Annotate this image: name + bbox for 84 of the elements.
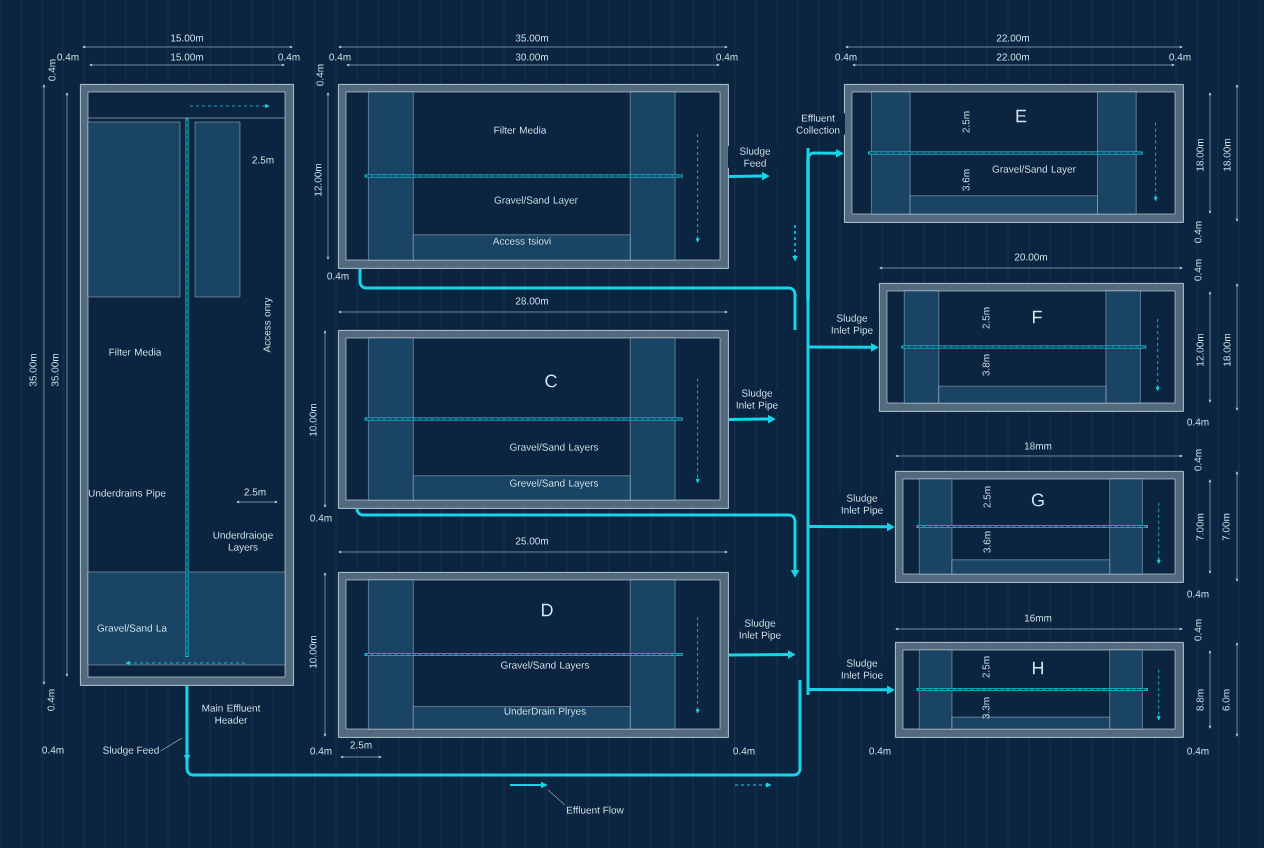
dimension-label: 0.4m	[310, 747, 332, 755]
dimension-label: 35.00m	[51, 354, 59, 387]
leader-line	[547, 789, 566, 806]
dimension-label: 0.4m	[310, 514, 332, 522]
dimension-label: 0.4m	[1169, 53, 1191, 61]
dimension-label: 0.4m	[1187, 747, 1209, 755]
tank-label: UnderDrain Plryes	[504, 707, 586, 717]
dimension-label: 3.8m	[982, 354, 990, 376]
tank-label: Gravel/Sand Layers	[501, 661, 590, 671]
edge-label: Sludge Inlet Pipe	[825, 313, 879, 337]
tank-label: E	[1016, 109, 1027, 123]
tank-label: D	[542, 603, 553, 617]
dimension-label: 0.4m	[48, 59, 56, 81]
dimension-label: 0.4m	[1187, 590, 1209, 598]
leader-line	[160, 737, 183, 752]
tank-label: Gravel/Sand Layer	[992, 165, 1076, 175]
dimension-label: 6.0m	[1222, 689, 1230, 711]
tank-label: Filter Media	[109, 348, 162, 356]
dimension-label: 10.00m	[309, 636, 317, 668]
tank-label: Gravel/Sand Layer	[494, 196, 578, 206]
dimension-label: 18.00m	[1196, 139, 1204, 171]
dimension-label: 15.00m	[171, 53, 203, 61]
dimension-label: 22.00m	[996, 53, 1029, 61]
dimension-label: 8.8m	[1196, 689, 1204, 711]
dimension-label: 10.00m	[309, 404, 317, 436]
dimension-label: 2.5m	[252, 156, 274, 164]
dimension-label: 3.6m	[983, 531, 991, 553]
tank-label: F	[1033, 310, 1042, 324]
edge-label: Sludge Feed	[728, 146, 782, 168]
dimension-label: 0.4m	[316, 64, 324, 86]
tank-label: Underdraioge Layers	[213, 531, 273, 553]
edge-label: Sludge Inlet Pioe	[835, 658, 889, 680]
dimension-label: 0.4m	[1187, 418, 1209, 426]
tank-label: G	[1031, 493, 1044, 507]
dimension-label: 0.4m	[57, 53, 79, 61]
dimension-label: 0.4m	[47, 689, 55, 711]
dimension-label: 35.00m	[515, 34, 548, 42]
pipe-label: Sludge Feed	[103, 746, 159, 756]
dimension-label: 0.4m	[278, 53, 300, 61]
dimension-label: 0.4m	[869, 747, 891, 755]
tank-label: Grevel/Sand Layers	[510, 479, 599, 489]
dimension-label: 22.00m	[996, 34, 1029, 42]
dimension-label: 12.00m	[314, 164, 322, 196]
dimension-label: 12.00m	[1196, 334, 1204, 366]
tank-label: Gravel/Sand La	[97, 624, 167, 632]
dimension-label: 0.4m	[716, 53, 738, 61]
dimension-label: 3.3m	[982, 697, 990, 719]
dimension-label: 2.5m	[982, 656, 990, 678]
edge-label: Sludge Inlet Pipe	[730, 388, 784, 412]
edge-label: Sludge Inlet Pipe	[835, 493, 889, 517]
dimension-label: 0.4m	[327, 272, 349, 280]
dimension-label: 0.4m	[835, 53, 857, 61]
dimension-label: 7.00m	[1222, 513, 1230, 541]
pipe-label: Effluent Flow	[567, 806, 624, 814]
dimension-label: 0.4m	[329, 53, 351, 61]
dimension-label: 0.4m	[1194, 221, 1202, 243]
dimension-label: 0.4m	[42, 746, 64, 754]
dimension-label: 2.5m	[983, 486, 991, 508]
edge-label: Effluent Collection	[791, 113, 845, 135]
tank-label: Filter Media	[494, 126, 547, 134]
pipe-label: Main Effluent Header	[202, 704, 261, 724]
tank-label: Underdrains Pipe	[88, 489, 166, 499]
edge-label: Sludge Inlet Pipe	[733, 618, 787, 642]
dimension-label: 30.00m	[515, 53, 548, 61]
dimension-label: 2.5m	[962, 111, 970, 133]
dimension-label: 25.00m	[515, 537, 548, 545]
dimension-label: 7.00m	[1196, 513, 1204, 541]
tank-label: H	[1033, 661, 1044, 675]
dimension-label: 15.00m	[171, 34, 203, 42]
dimension-label: 18.00m	[1223, 139, 1231, 171]
tank-label: Gravel/Sand Layers	[510, 443, 599, 453]
dimension-label: 2.5m	[244, 488, 266, 496]
dimension-label: 28.00m	[515, 297, 548, 305]
dimension-label: 0.4m	[733, 747, 755, 755]
dimension-label: 3.6m	[962, 169, 970, 191]
dimension-label: 35.00m	[29, 354, 37, 387]
tank-label: Access onry	[263, 297, 273, 353]
dimension-label: 18.00m	[1223, 334, 1231, 366]
dimension-label: 18mm	[1024, 442, 1052, 450]
tank-label: Access tsiovi	[492, 237, 551, 245]
dimension-label: 20.00m	[1014, 253, 1047, 261]
tank-label: C	[545, 374, 557, 388]
dimension-label: 2.5m	[982, 307, 990, 329]
dimension-label: 16mm	[1024, 614, 1052, 622]
